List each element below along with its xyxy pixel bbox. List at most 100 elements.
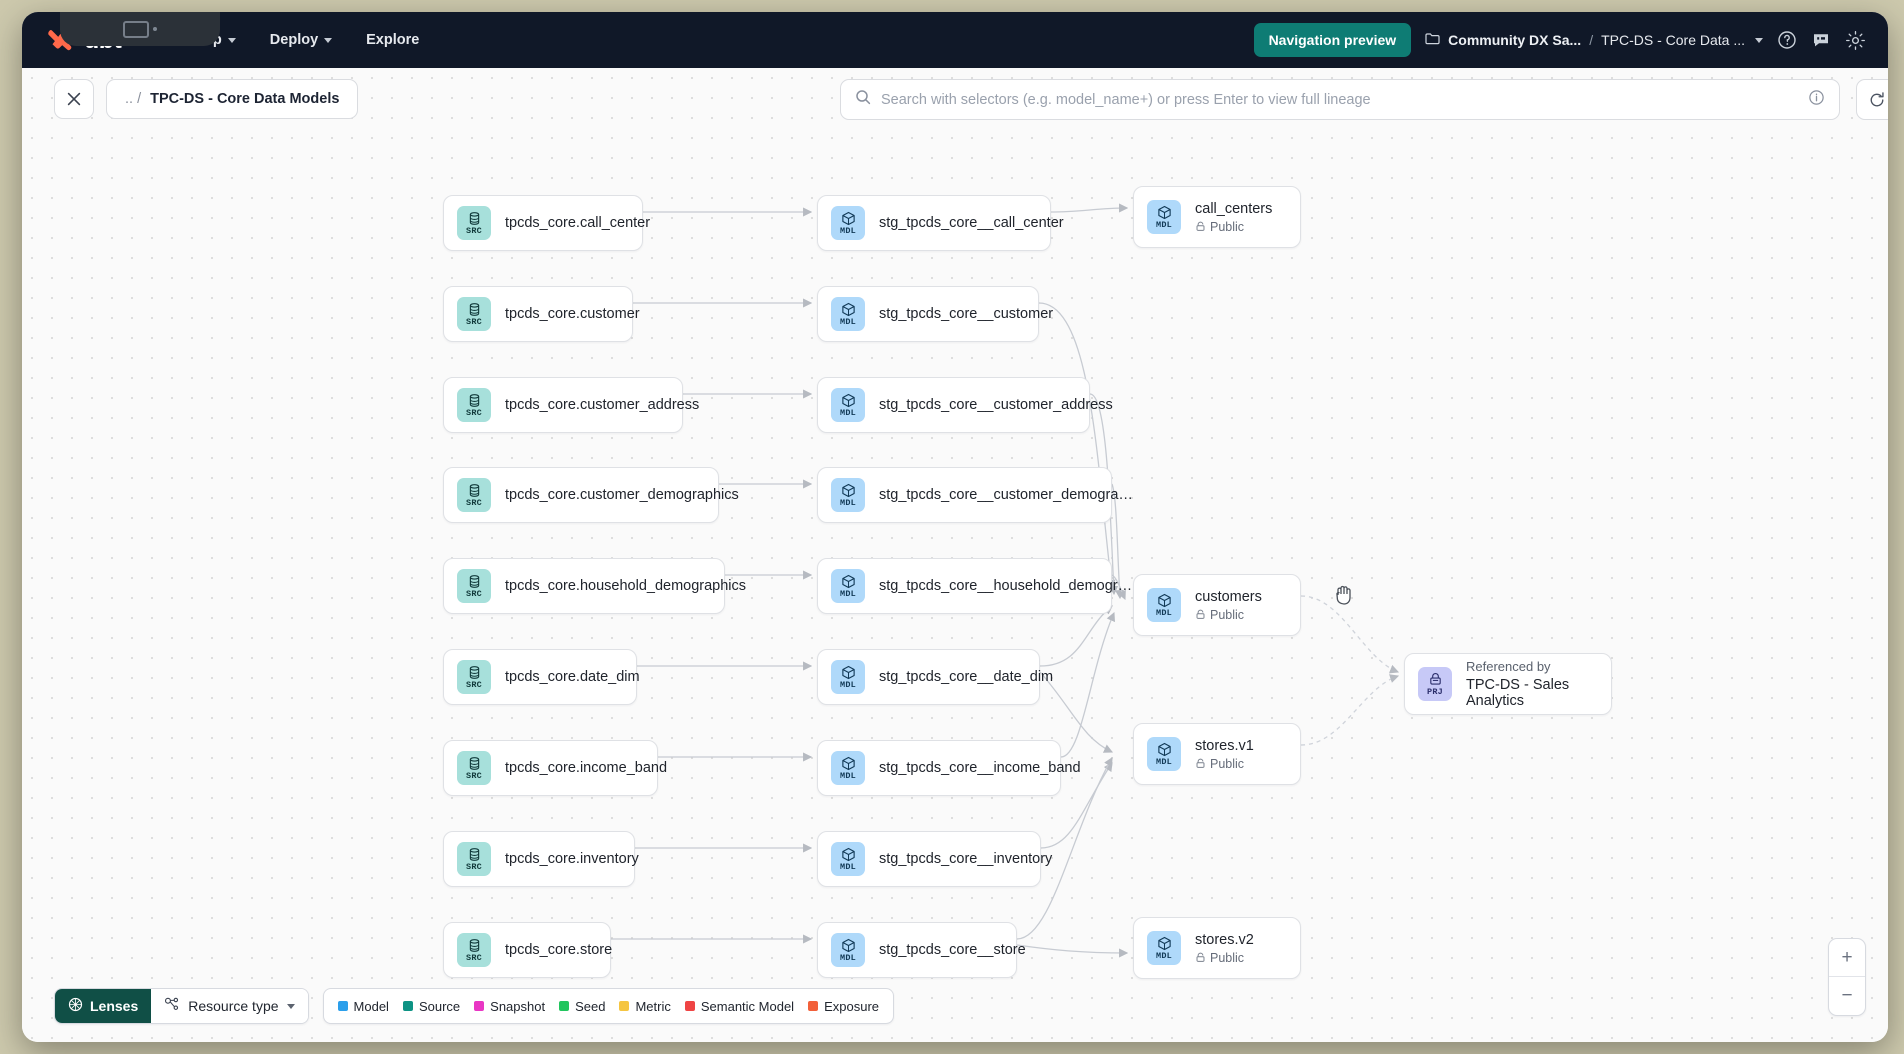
src-badge-icon: SRC bbox=[457, 206, 491, 240]
gear-icon[interactable] bbox=[1845, 30, 1866, 51]
legend-swatch bbox=[684, 1001, 695, 1011]
lineage-node-title: tpcds_core.date_dim bbox=[505, 669, 640, 685]
nav-right-group: Navigation preview Community DX Sa... / … bbox=[1253, 23, 1866, 57]
mdl-badge-icon: MDL bbox=[831, 388, 865, 422]
mdl-badge-icon: MDL bbox=[831, 297, 865, 331]
legend-item-exposure[interactable]: Exposure bbox=[808, 999, 879, 1014]
laptop-notch bbox=[60, 12, 220, 46]
lineage-node-labels: stg_tpcds_core__customer_address bbox=[879, 397, 1113, 413]
lineage-node-labels: stg_tpcds_core__income_band bbox=[879, 760, 1081, 776]
lineage-node-title: stg_tpcds_core__customer_address bbox=[879, 397, 1113, 413]
lineage-node-mdl-stg-call-center[interactable]: MDL stg_tpcds_core__call_center bbox=[817, 195, 1064, 251]
lock-icon bbox=[1195, 758, 1206, 769]
legend-item-metric[interactable]: Metric bbox=[619, 999, 671, 1014]
legend-item-source[interactable]: Source bbox=[402, 999, 460, 1014]
mdl-badge-icon: MDL bbox=[1147, 931, 1181, 965]
webcam-icon bbox=[123, 20, 149, 38]
lineage-node-labels: tpcds_core.customer_demographics bbox=[505, 487, 739, 503]
refresh-button[interactable] bbox=[1856, 79, 1888, 120]
legend-item-seed[interactable]: Seed bbox=[559, 999, 605, 1014]
lineage-node-title: stg_tpcds_core__call_center bbox=[879, 215, 1064, 231]
lineage-node-subtitle: Public bbox=[1195, 757, 1254, 771]
legend-item-semantic-model[interactable]: Semantic Model bbox=[684, 999, 794, 1014]
breadcrumb-parent-dots: .. bbox=[125, 91, 134, 107]
lineage-node-labels: tpcds_core.income_band bbox=[505, 760, 668, 776]
close-button[interactable] bbox=[54, 79, 94, 119]
lineage-node-src-income-band[interactable]: SRC tpcds_core.income_band bbox=[443, 740, 668, 796]
mdl-badge-icon: MDL bbox=[831, 933, 865, 967]
lineage-node-title: stg_tpcds_core__household_demogr… bbox=[879, 578, 1133, 594]
resource-type-label: Resource type bbox=[188, 998, 279, 1014]
app-window: dbt Develop Deploy Explore Navigation pr… bbox=[22, 12, 1888, 1042]
src-badge-icon: SRC bbox=[457, 569, 491, 603]
mdl-badge-icon: MDL bbox=[831, 751, 865, 785]
navigation-preview-button[interactable]: Navigation preview bbox=[1253, 23, 1412, 57]
help-circle-icon[interactable] bbox=[1777, 30, 1797, 50]
nav-item-deploy[interactable]: Deploy bbox=[270, 32, 333, 48]
chevron-down-icon[interactable] bbox=[1755, 37, 1763, 43]
lineage-node-title: tpcds_core.income_band bbox=[505, 760, 668, 776]
lenses-label: Lenses bbox=[90, 998, 139, 1014]
src-badge-icon: SRC bbox=[457, 297, 491, 331]
notch-dot bbox=[153, 27, 157, 31]
zoom-controls: + − bbox=[1828, 938, 1866, 1016]
lineage-node-title: call_centers bbox=[1195, 200, 1273, 217]
lineage-node-mdl-stg-income-band[interactable]: MDL stg_tpcds_core__income_band bbox=[817, 740, 1081, 796]
lineage-node-src-date-dim[interactable]: SRC tpcds_core.date_dim bbox=[443, 649, 640, 705]
lineage-node-title: tpcds_core.household_demographics bbox=[505, 578, 747, 594]
mdl-badge-icon: MDL bbox=[831, 206, 865, 240]
lineage-node-src-household-demographics[interactable]: SRC tpcds_core.household_demographics bbox=[443, 558, 747, 614]
lineage-node-title: tpcds_core.customer_demographics bbox=[505, 487, 739, 503]
lineage-node-title: stores.v1 bbox=[1195, 737, 1254, 754]
lineage-node-labels: stg_tpcds_core__household_demogr… bbox=[879, 578, 1133, 594]
lineage-breadcrumb-button[interactable]: .. / TPC-DS - Core Data Models bbox=[106, 79, 359, 119]
lineage-node-mdl-stg-customer-address[interactable]: MDL stg_tpcds_core__customer_address bbox=[817, 377, 1113, 433]
src-badge-icon: SRC bbox=[457, 660, 491, 694]
lineage-node-src-call-center[interactable]: SRC tpcds_core.call_center bbox=[443, 195, 650, 251]
legend-item-model[interactable]: Model bbox=[337, 999, 389, 1014]
feedback-icon[interactable] bbox=[1811, 30, 1831, 50]
lenses-button[interactable]: Lenses bbox=[55, 989, 152, 1023]
breadcrumb-account[interactable]: Community DX Sa... bbox=[1448, 32, 1582, 48]
chevron-down-icon bbox=[324, 37, 333, 43]
src-badge-icon: SRC bbox=[457, 751, 491, 785]
resource-type-dropdown[interactable]: Resource type bbox=[151, 989, 308, 1023]
lineage-node-labels: stg_tpcds_core__call_center bbox=[879, 215, 1064, 231]
lineage-node-title: stores.v2 bbox=[1195, 931, 1254, 948]
info-circle-icon[interactable] bbox=[1808, 89, 1825, 111]
breadcrumb-project[interactable]: TPC-DS - Core Data ... bbox=[1601, 32, 1745, 48]
zoom-in-button[interactable]: + bbox=[1829, 939, 1865, 977]
search-bar[interactable] bbox=[840, 79, 1840, 120]
lineage-node-labels: tpcds_core.call_center bbox=[505, 215, 650, 231]
bottom-toolbar: Lenses Resource type Model Source Snapshot… bbox=[54, 988, 894, 1024]
top-navigation-bar: dbt Develop Deploy Explore Navigation pr… bbox=[22, 12, 1888, 68]
zoom-out-button[interactable]: − bbox=[1841, 985, 1853, 1006]
resource-type-icon bbox=[164, 997, 180, 1015]
lock-icon bbox=[1195, 952, 1206, 963]
nav-item-explore[interactable]: Explore bbox=[366, 32, 419, 48]
search-icon bbox=[855, 89, 871, 110]
resource-type-legend: Model Source Snapshot Seed Metric Semantic Mo… bbox=[322, 988, 894, 1024]
search-input[interactable] bbox=[881, 91, 1798, 108]
legend-item-snapshot[interactable]: Snapshot bbox=[474, 999, 545, 1014]
